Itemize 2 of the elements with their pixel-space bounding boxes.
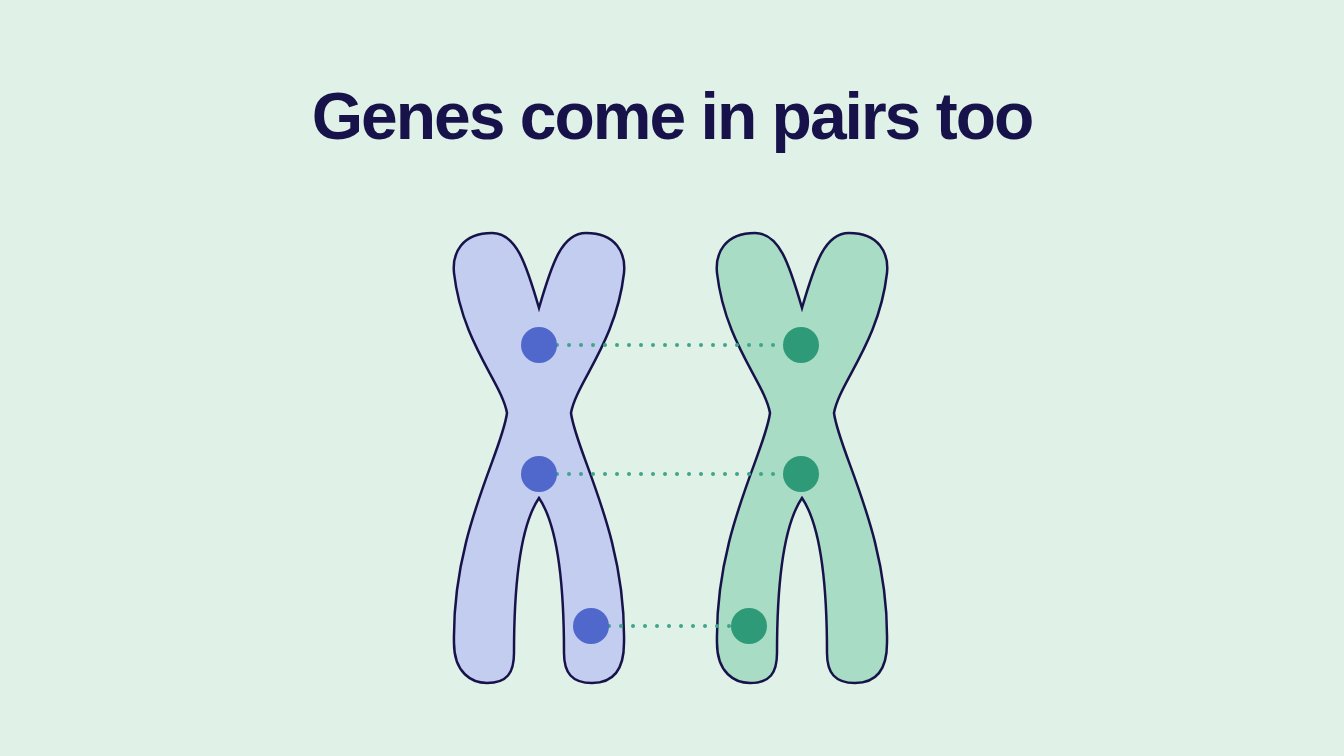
title: Genes come in pairs too	[310, 78, 1034, 154]
dotted-line	[607, 624, 733, 628]
